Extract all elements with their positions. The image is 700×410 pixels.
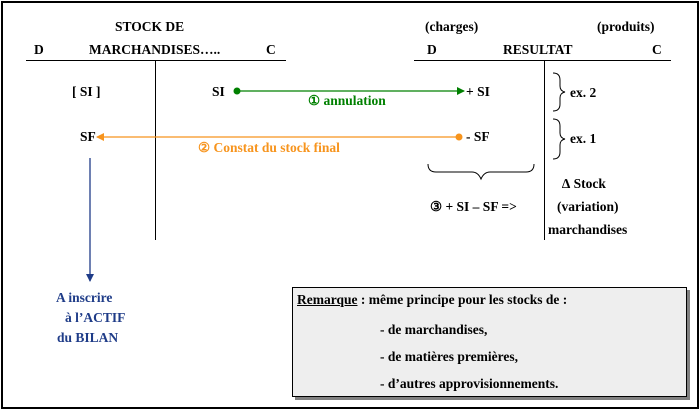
remarque-item: - de marchandises, (380, 322, 488, 337)
variation-formula: ③ + SI – SF => (430, 199, 517, 214)
constat-label: ② Constat du stock final (198, 140, 340, 155)
ex2-brace (552, 72, 566, 112)
variation-line1: ∆ Stock (562, 176, 606, 191)
resultat-credit-label: C (652, 42, 662, 57)
variation-line2: (variation) (557, 199, 619, 214)
ex2-label: ex. 2 (570, 85, 597, 100)
stock-title-line1: STOCK DE (115, 19, 185, 34)
stock-sf-label: SF (80, 129, 96, 144)
stock-si-bracket: [ SI ] (72, 84, 101, 99)
actif-line3: du BILAN (57, 330, 119, 345)
resultat-account-top-rule (414, 60, 671, 61)
resultat-account-center-rule (544, 60, 545, 240)
ex1-label: ex. 1 (570, 131, 597, 146)
resultat-minus-sf: - SF (466, 129, 490, 144)
resultat-plus-si: + SI (466, 84, 490, 99)
resultat-debit-label: D (427, 42, 437, 57)
remarque-item: - de matières premières, (380, 349, 518, 364)
remarque-box: Remarque : même principe pour les stocks… (292, 287, 687, 397)
produits-label: (produits) (597, 19, 655, 34)
actif-line1: A inscrire (56, 290, 113, 305)
remarque-item: - d’autres approvisionnements. (380, 376, 559, 391)
variation-brace (427, 163, 535, 181)
variation-line3: marchandises (548, 222, 628, 237)
stock-debit-label: D (34, 42, 44, 57)
stock-credit-label: C (266, 42, 276, 57)
ex1-brace (552, 118, 566, 160)
remarque-label: Remarque (297, 292, 358, 307)
stock-title-line2: MARCHANDISES….. (89, 42, 221, 57)
annulation-label: ① annulation (308, 93, 386, 108)
charges-label: (charges) (425, 19, 479, 34)
stock-account-top-rule (26, 60, 286, 61)
stock-si-label: SI (212, 84, 225, 99)
actif-line2: à l’ACTIF (65, 310, 126, 325)
remarque-text: : même principe pour les stocks de : (357, 292, 568, 307)
stock-account-center-rule (155, 60, 156, 240)
resultat-title: RESULTAT (503, 42, 573, 57)
remarque-line: Remarque : même principe pour les stocks… (297, 292, 567, 308)
